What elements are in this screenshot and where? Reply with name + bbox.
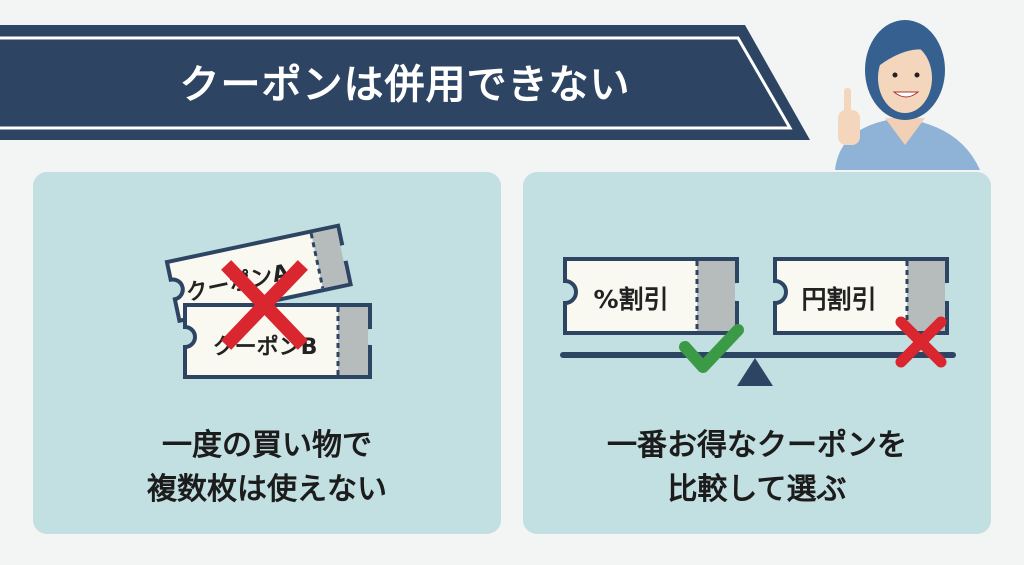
- panel-compare: %割引 円割引 一番お得なクーポンを 比較して選ぶ: [523, 172, 991, 534]
- right-caption: 一番お得なクーポンを 比較して選ぶ: [523, 424, 991, 512]
- page-title: クーポンは併用できない: [179, 62, 631, 108]
- coupon-ticket-percent: %割引: [563, 257, 739, 335]
- ticket-label-percent: %割引: [593, 285, 668, 314]
- title-banner: [0, 20, 980, 170]
- caption-line: 複数枚は使えない: [147, 472, 387, 507]
- coupon-ticket-yen: 円割引: [773, 257, 949, 335]
- coupon-ticket-a: クーポンA: [164, 223, 353, 324]
- caption-line: 一度の買い物で: [162, 428, 372, 463]
- presenter-woman-illustration: [835, 20, 980, 170]
- ticket-label-yen: 円割引: [801, 285, 876, 314]
- caption-line: 一番お得なクーポンを: [607, 428, 907, 463]
- caption-line: 比較して選ぶ: [667, 472, 847, 507]
- red-cross-icon: [221, 260, 308, 350]
- left-caption: 一度の買い物で 複数枚は使えない: [33, 424, 501, 512]
- panel-no-combining: クーポンA クーポンB 一度の買い物で 複数枚は使えない: [33, 172, 501, 534]
- balance-fulcrum: [737, 358, 773, 386]
- green-check-icon: [679, 324, 744, 373]
- red-cross-icon: [895, 316, 947, 368]
